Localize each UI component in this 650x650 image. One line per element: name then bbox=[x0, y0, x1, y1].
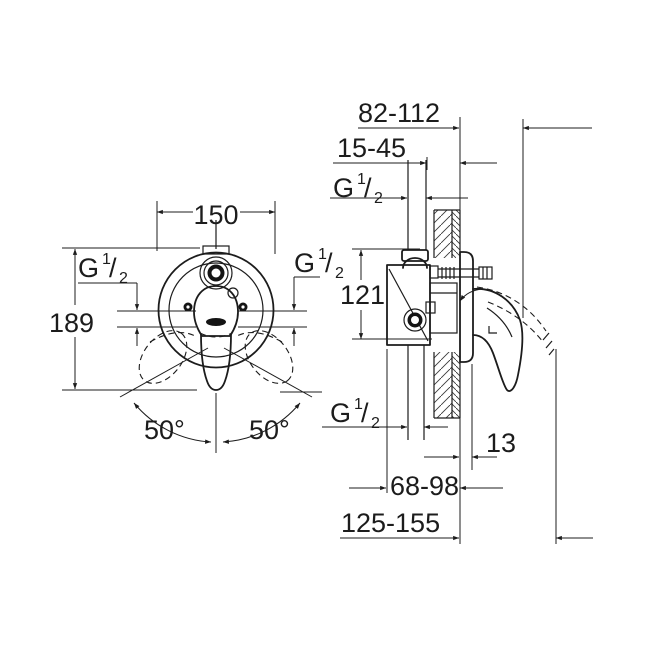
valve-body bbox=[386, 249, 493, 346]
dim-label-121: 121 bbox=[340, 280, 385, 310]
dim-label-189: 189 bbox=[49, 308, 94, 338]
dim-125-155: 125-155 bbox=[340, 508, 593, 541]
lever-handle-side bbox=[459, 286, 555, 392]
thread-label-bottom-sup: 1 bbox=[354, 396, 363, 413]
thread-label-bottom-g: G bbox=[330, 398, 351, 428]
dim-13: 13 bbox=[424, 428, 516, 460]
thread-label-top-sup: 1 bbox=[357, 171, 366, 188]
dim-82-112: 82-112 bbox=[358, 98, 592, 131]
thread-label-middle-g: G bbox=[294, 248, 315, 278]
dim-g-half-middle: G 1 / 2 bbox=[291, 246, 344, 346]
thread-label-bottom-sub: 2 bbox=[371, 415, 380, 432]
dim-50-degrees: 50° 50° bbox=[119, 347, 313, 445]
dim-g-half-top: G 1 / 2 bbox=[330, 171, 468, 207]
dim-label-15-45: 15-45 bbox=[337, 133, 406, 163]
thread-label-left-slash: / bbox=[109, 253, 117, 283]
thread-label-top-g: G bbox=[333, 173, 354, 203]
dim-label-125-155: 125-155 bbox=[341, 508, 440, 538]
thread-label-bottom-slash: / bbox=[361, 398, 369, 428]
dim-68-98: 68-98 bbox=[349, 471, 503, 501]
thread-label-left-g: G bbox=[78, 253, 99, 283]
dim-150: 150 bbox=[156, 200, 276, 230]
thread-label-left-sup: 1 bbox=[102, 251, 111, 268]
dim-label-150: 150 bbox=[193, 200, 238, 230]
thread-label-middle-sup: 1 bbox=[318, 246, 327, 263]
thread-label-middle-slash: / bbox=[325, 248, 333, 278]
dim-label-50deg-left: 50° bbox=[144, 415, 185, 445]
dim-label-50deg-right: 50° bbox=[249, 415, 290, 445]
escutcheon-front bbox=[157, 251, 275, 369]
dimension-annotations: 82-112 15-45 G 1 / 2 150 189 bbox=[49, 98, 593, 544]
escutcheon-side bbox=[459, 251, 474, 363]
outlet-pipe-bottom bbox=[407, 345, 425, 440]
supply-pipe-top bbox=[407, 160, 427, 250]
small-screw bbox=[227, 287, 239, 299]
dim-121: 121 bbox=[340, 249, 385, 340]
lever-rotated-dashed bbox=[138, 330, 294, 384]
lever-handle-front bbox=[193, 285, 239, 391]
handle-raised-dashed bbox=[476, 286, 547, 332]
dim-label-68-98: 68-98 bbox=[390, 471, 459, 501]
dim-label-13: 13 bbox=[486, 428, 516, 458]
front-view bbox=[138, 220, 294, 391]
thread-label-top-slash: / bbox=[364, 173, 372, 203]
dim-189: 189 bbox=[49, 248, 94, 390]
dim-g-half-left: G 1 / 2 bbox=[78, 251, 140, 346]
rotation-arrow bbox=[459, 288, 484, 302]
thread-label-middle-sub: 2 bbox=[335, 265, 344, 282]
side-view bbox=[386, 160, 555, 440]
top-port bbox=[199, 256, 233, 290]
thread-label-top-sub: 2 bbox=[374, 190, 383, 207]
dim-15-45: 15-45 bbox=[333, 133, 497, 166]
dim-label-82-112: 82-112 bbox=[358, 98, 440, 128]
thread-label-left-sub: 2 bbox=[119, 270, 128, 287]
wall-section bbox=[433, 209, 461, 419]
dim-g-half-bottom: G 1 / 2 bbox=[322, 396, 448, 432]
